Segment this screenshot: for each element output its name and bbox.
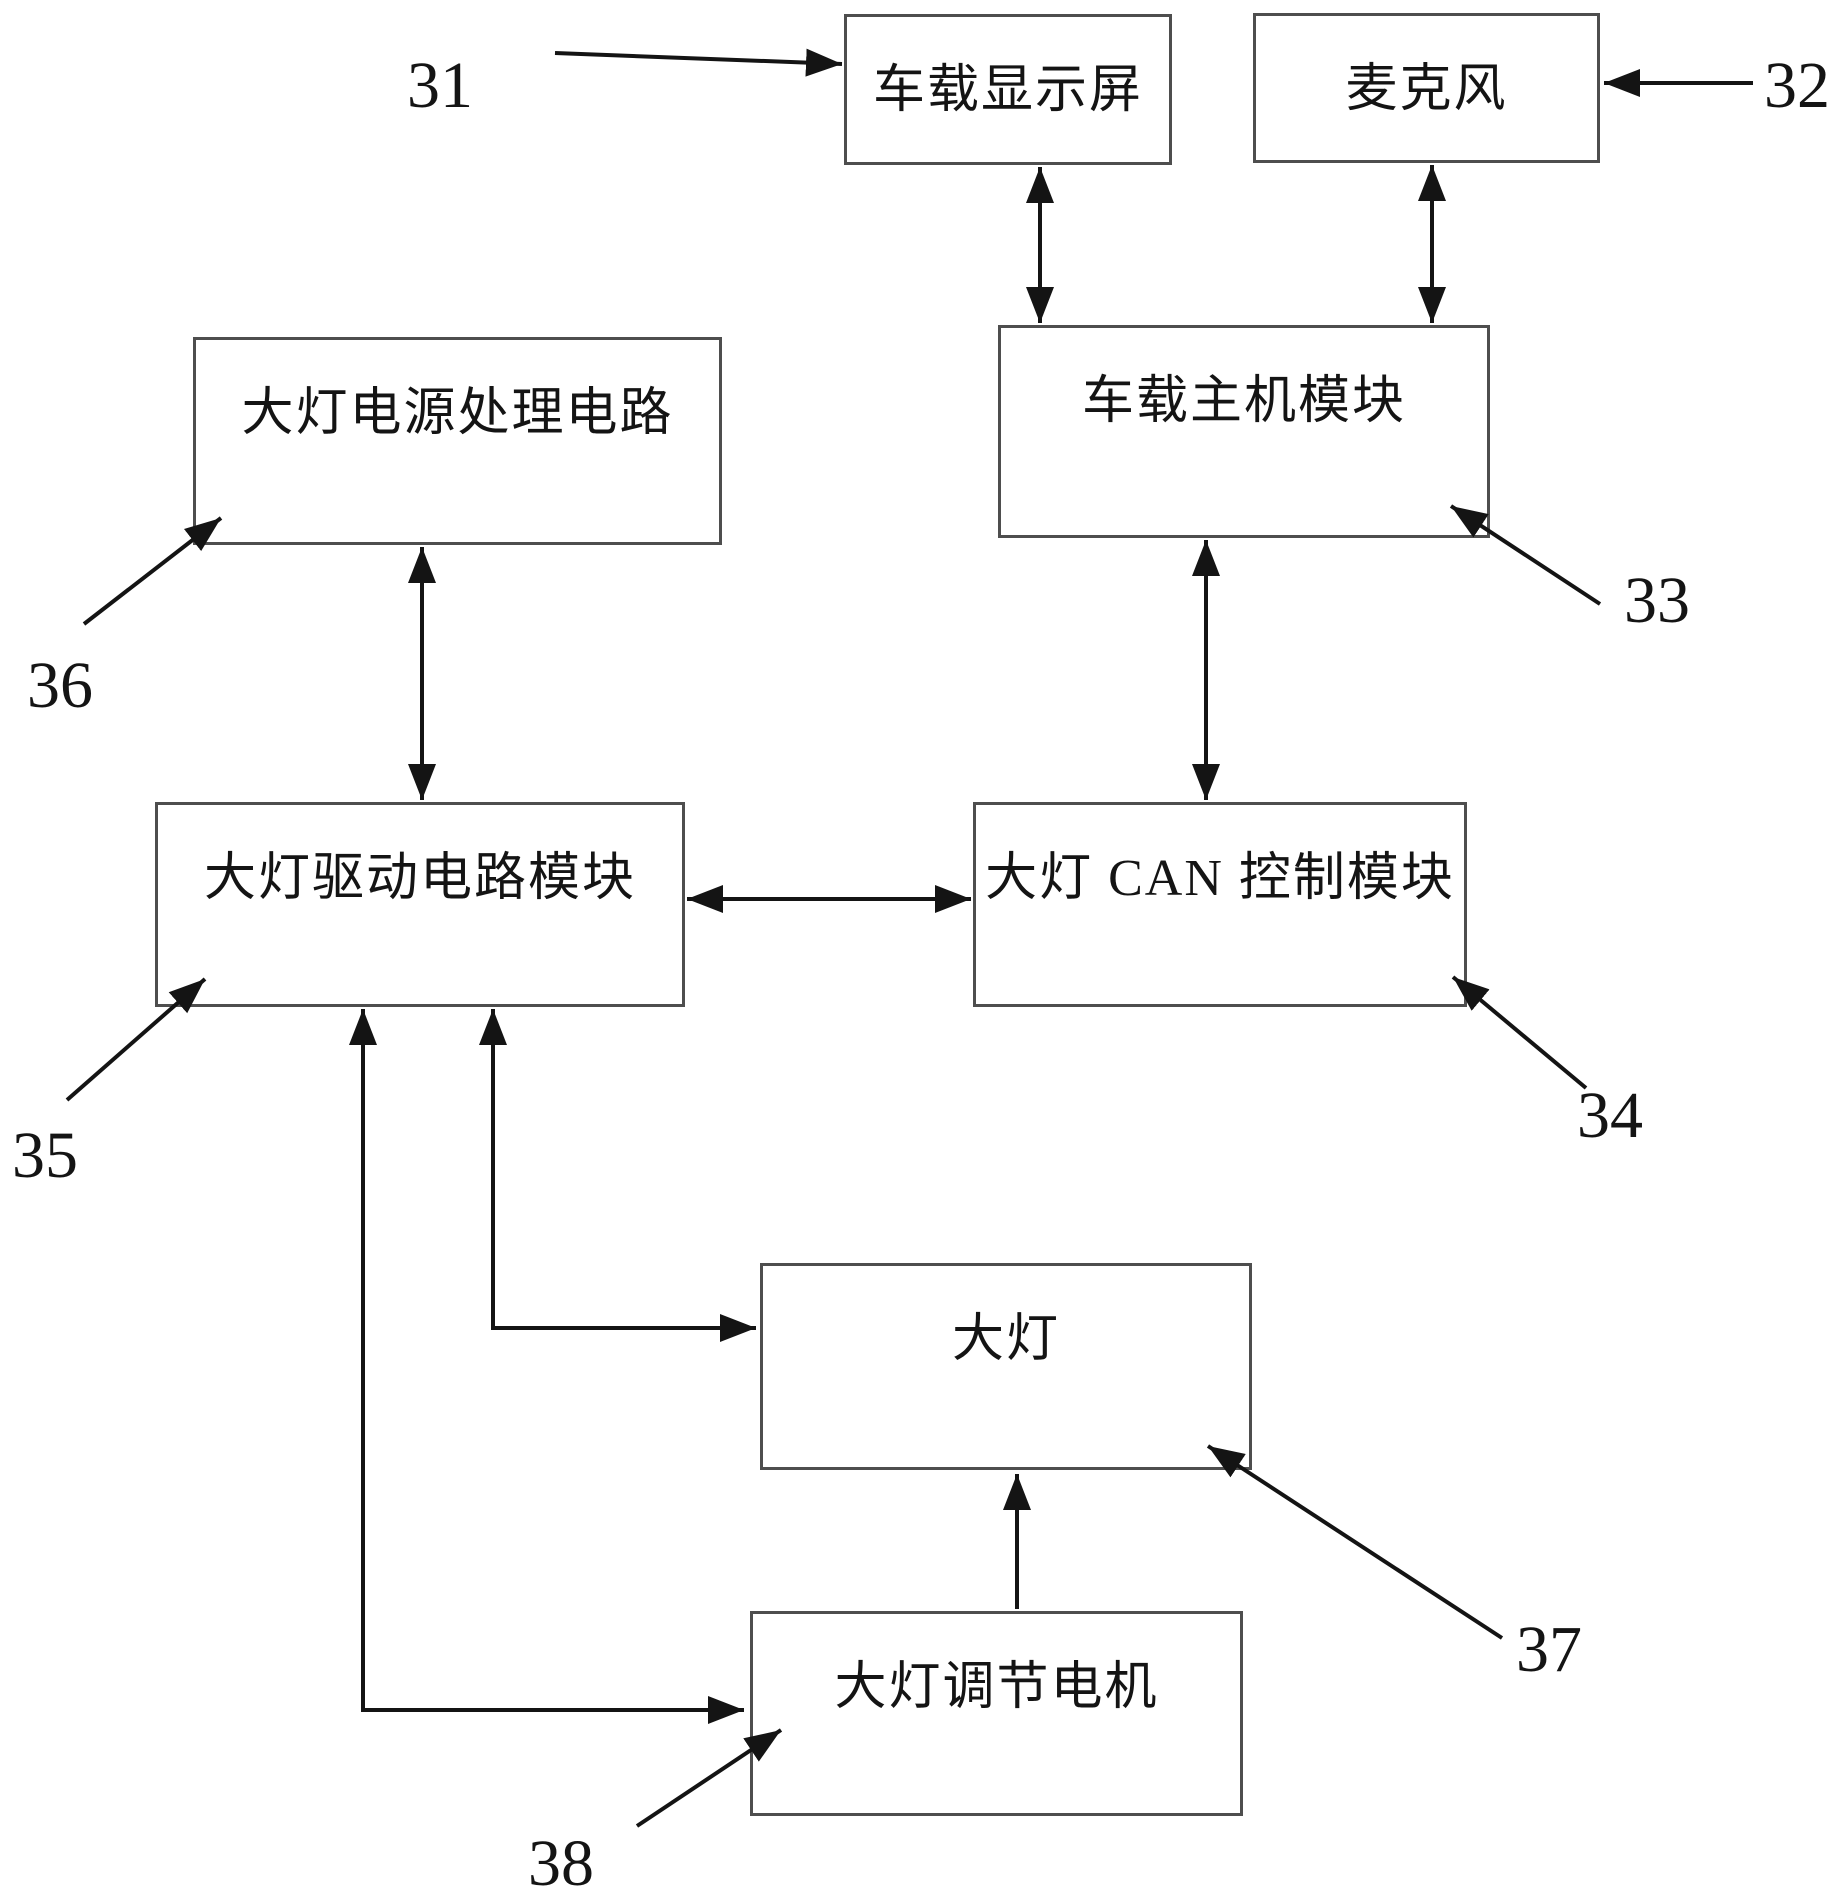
box-lamp: 大灯 — [760, 1263, 1252, 1470]
box-display-label: 车载显示屏 — [872, 62, 1143, 119]
label-37-arrow — [1206, 1444, 1504, 1640]
box-lamp-label: 大灯 — [951, 1311, 1060, 1368]
box-drive-label: 大灯驱动电路模块 — [203, 850, 636, 907]
box-display: 车载显示屏 — [844, 14, 1172, 165]
ref-label-38: 38 — [528, 1827, 594, 1899]
drive-motor-link — [349, 1009, 744, 1724]
box-microphone: 麦克风 — [1253, 13, 1600, 163]
box-can-label: 大灯 CAN 控制模块 — [985, 850, 1455, 907]
ref-label-34: 34 — [1577, 1079, 1643, 1152]
box-motor-label: 大灯调节电机 — [834, 1659, 1159, 1716]
box-can: 大灯 CAN 控制模块 — [973, 802, 1467, 1007]
ref-label-33: 33 — [1624, 564, 1690, 637]
box-drive: 大灯驱动电路模块 — [155, 802, 685, 1007]
ref-label-32: 32 — [1764, 49, 1830, 122]
box-microphone-label: 麦克风 — [1345, 61, 1508, 118]
box-host-label: 车载主机模块 — [1081, 373, 1406, 430]
drive-lamp-link — [479, 1009, 756, 1342]
box-power-label: 大灯电源处理电路 — [241, 385, 674, 442]
box-motor: 大灯调节电机 — [750, 1611, 1243, 1816]
ref-label-36: 36 — [27, 649, 93, 722]
ref-label-37: 37 — [1516, 1613, 1582, 1686]
label-34-arrow — [1451, 975, 1588, 1090]
box-host: 车载主机模块 — [998, 325, 1490, 538]
ref-label-31: 31 — [407, 49, 473, 122]
ref-label-35: 35 — [12, 1119, 78, 1192]
label-31-arrow — [554, 48, 843, 77]
box-power: 大灯电源处理电路 — [193, 337, 722, 545]
